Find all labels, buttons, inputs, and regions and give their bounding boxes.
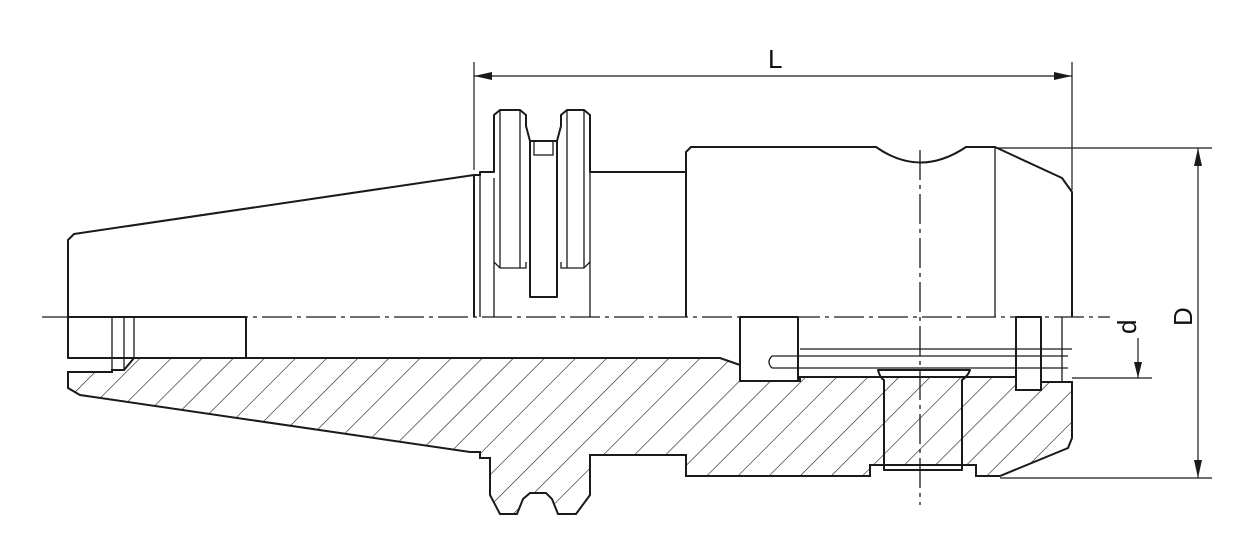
pull-stud-bore: [67, 316, 247, 359]
end-groove: [1015, 316, 1042, 391]
dimension-L: L: [473, 44, 1073, 190]
flange-outline: [474, 109, 686, 176]
flange-lower-edge: [493, 261, 591, 269]
v-groove-notch: [533, 140, 554, 156]
body-outline: [685, 146, 1073, 317]
dimension-D-label: D: [1168, 307, 1198, 326]
dimension-L-label: L: [768, 44, 782, 74]
hatched-section-body: [67, 357, 1073, 515]
section-lower-half: [67, 316, 1073, 515]
drive-key-pocket: [739, 316, 799, 382]
set-screw: [768, 355, 800, 369]
cross-hole-section: [877, 369, 971, 471]
dimension-d: d: [1072, 320, 1152, 379]
taper-shank-outline: [67, 174, 475, 317]
exterior-upper-half: [67, 109, 1073, 317]
dimension-d-label: d: [1112, 320, 1142, 334]
dimension-D: D: [996, 147, 1212, 479]
v-groove-key: [529, 140, 558, 298]
